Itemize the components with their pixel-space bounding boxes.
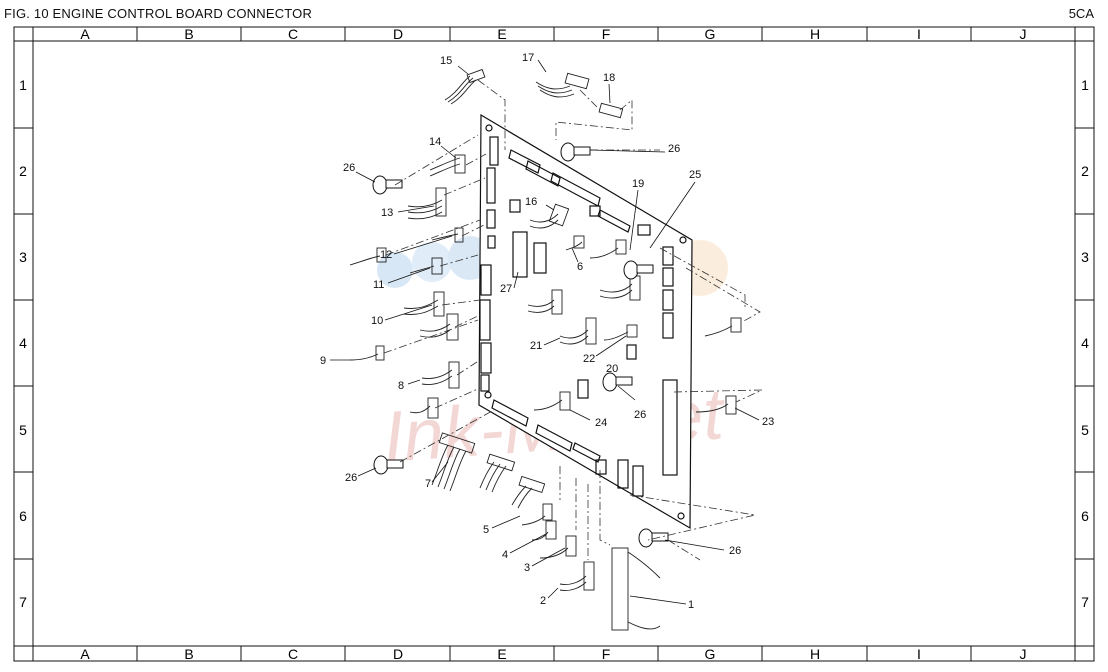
row-label: 3	[1081, 249, 1089, 265]
col-label: A	[80, 26, 90, 42]
col-label: D	[393, 646, 403, 662]
col-label: B	[184, 26, 193, 42]
cable-harnesses	[349, 68, 742, 631]
callout-27: 27	[500, 283, 512, 295]
col-label: C	[288, 26, 298, 42]
callout-8: 8	[398, 380, 404, 392]
row-labels-right: 1 2 3 4 5 6 7	[1081, 77, 1089, 610]
column-labels-top: A B C D E F G H I J	[80, 26, 1026, 42]
callout-9: 9	[320, 355, 326, 367]
callout-25: 25	[689, 169, 701, 181]
col-label: G	[705, 26, 716, 42]
col-label: B	[184, 646, 193, 662]
row-label: 2	[1081, 163, 1089, 179]
callout-2: 2	[540, 595, 546, 607]
col-label: I	[917, 646, 921, 662]
row-label: 7	[1081, 594, 1089, 610]
callout-5: 5	[483, 524, 489, 536]
callout-6: 6	[577, 261, 583, 273]
callout-26: 26	[729, 545, 741, 557]
row-label: 3	[19, 249, 27, 265]
callout-18: 18	[603, 72, 615, 84]
callout-numbers: 15 17 18 14 26 26 13 16 19 25 12 6 11 27…	[320, 52, 774, 611]
col-label: E	[497, 26, 506, 42]
column-labels-bottom: A B C D E F G H I J	[80, 646, 1026, 662]
grid-frame	[13, 26, 1095, 662]
callout-23: 23	[762, 416, 774, 428]
callout-22: 22	[583, 353, 595, 365]
col-label: J	[1020, 26, 1027, 42]
callout-24: 24	[595, 417, 607, 429]
callout-7: 7	[425, 478, 431, 490]
circuit-board	[478, 113, 693, 530]
callout-26: 26	[345, 472, 357, 484]
callout-12: 12	[380, 249, 392, 261]
callout-13: 13	[381, 207, 393, 219]
callout-20: 20	[606, 363, 618, 375]
callout-16: 16	[525, 196, 537, 208]
col-label: H	[810, 26, 820, 42]
callout-21: 21	[530, 340, 542, 352]
row-label: 5	[1081, 422, 1089, 438]
row-label: 5	[19, 422, 27, 438]
callout-11: 11	[373, 279, 384, 291]
row-label: 1	[1081, 77, 1089, 93]
col-label: C	[288, 646, 298, 662]
callout-3: 3	[524, 562, 530, 574]
callout-26: 26	[343, 162, 355, 174]
leader-lines	[330, 59, 760, 605]
callout-1: 1	[688, 599, 694, 611]
callout-19: 19	[632, 178, 644, 190]
col-label: E	[497, 646, 506, 662]
col-label: I	[917, 26, 921, 42]
row-label: 1	[19, 77, 27, 93]
col-label: F	[602, 26, 611, 42]
row-label: 6	[19, 508, 27, 524]
callout-26: 26	[634, 409, 646, 421]
callout-17: 17	[522, 52, 534, 64]
callout-26: 26	[668, 143, 680, 155]
row-label: 4	[1081, 335, 1089, 351]
row-label: 2	[19, 163, 27, 179]
figure-title: FIG. 10 ENGINE CONTROL BOARD CONNECTOR	[4, 6, 313, 21]
callout-4: 4	[502, 549, 508, 561]
page-code: 5CA	[1068, 6, 1094, 21]
callout-15: 15	[440, 55, 452, 67]
callout-10: 10	[371, 315, 383, 327]
row-label: 6	[1081, 508, 1089, 524]
col-label: A	[80, 646, 90, 662]
col-label: J	[1020, 646, 1027, 662]
row-label: 4	[19, 335, 27, 351]
row-labels-left: 1 2 3 4 5 6 7	[19, 77, 27, 610]
assembly-lines	[383, 79, 763, 561]
col-label: G	[705, 646, 716, 662]
row-label: 7	[19, 594, 27, 610]
col-label: F	[602, 646, 611, 662]
callout-14: 14	[429, 136, 441, 148]
col-label: D	[393, 26, 403, 42]
col-label: H	[810, 646, 820, 662]
